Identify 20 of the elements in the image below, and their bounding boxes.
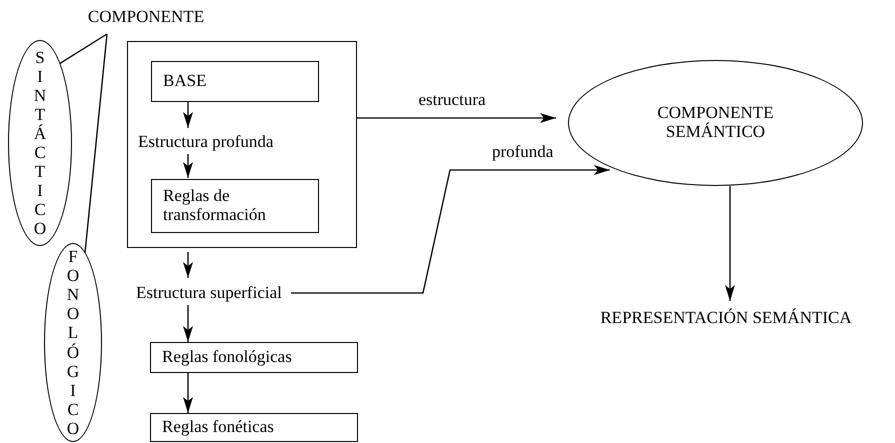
flow-label: Estructura profunda: [137, 132, 274, 152]
process-box: [151, 61, 319, 102]
process-box: [150, 413, 358, 442]
flow-label: Estructura superficial: [135, 284, 283, 302]
arrow: [183, 305, 193, 342]
arrow: [183, 101, 193, 128]
box-label: Reglas fonéticas: [161, 418, 275, 437]
process-box: [150, 342, 358, 373]
connector-line: [58, 33, 108, 66]
arrow: [357, 113, 556, 123]
arrow: [183, 373, 193, 413]
arrow: [291, 165, 610, 294]
arrow: [183, 252, 193, 278]
box-label: Reglas fonológicas: [161, 348, 293, 367]
vertical-label: SINTÁCTICO: [34, 48, 46, 238]
vertical-label: FONOLÓGICO: [66, 247, 80, 438]
process-box: [151, 179, 319, 233]
container-box: [127, 41, 357, 248]
arrow: [183, 154, 193, 178]
arrow: [725, 186, 735, 301]
